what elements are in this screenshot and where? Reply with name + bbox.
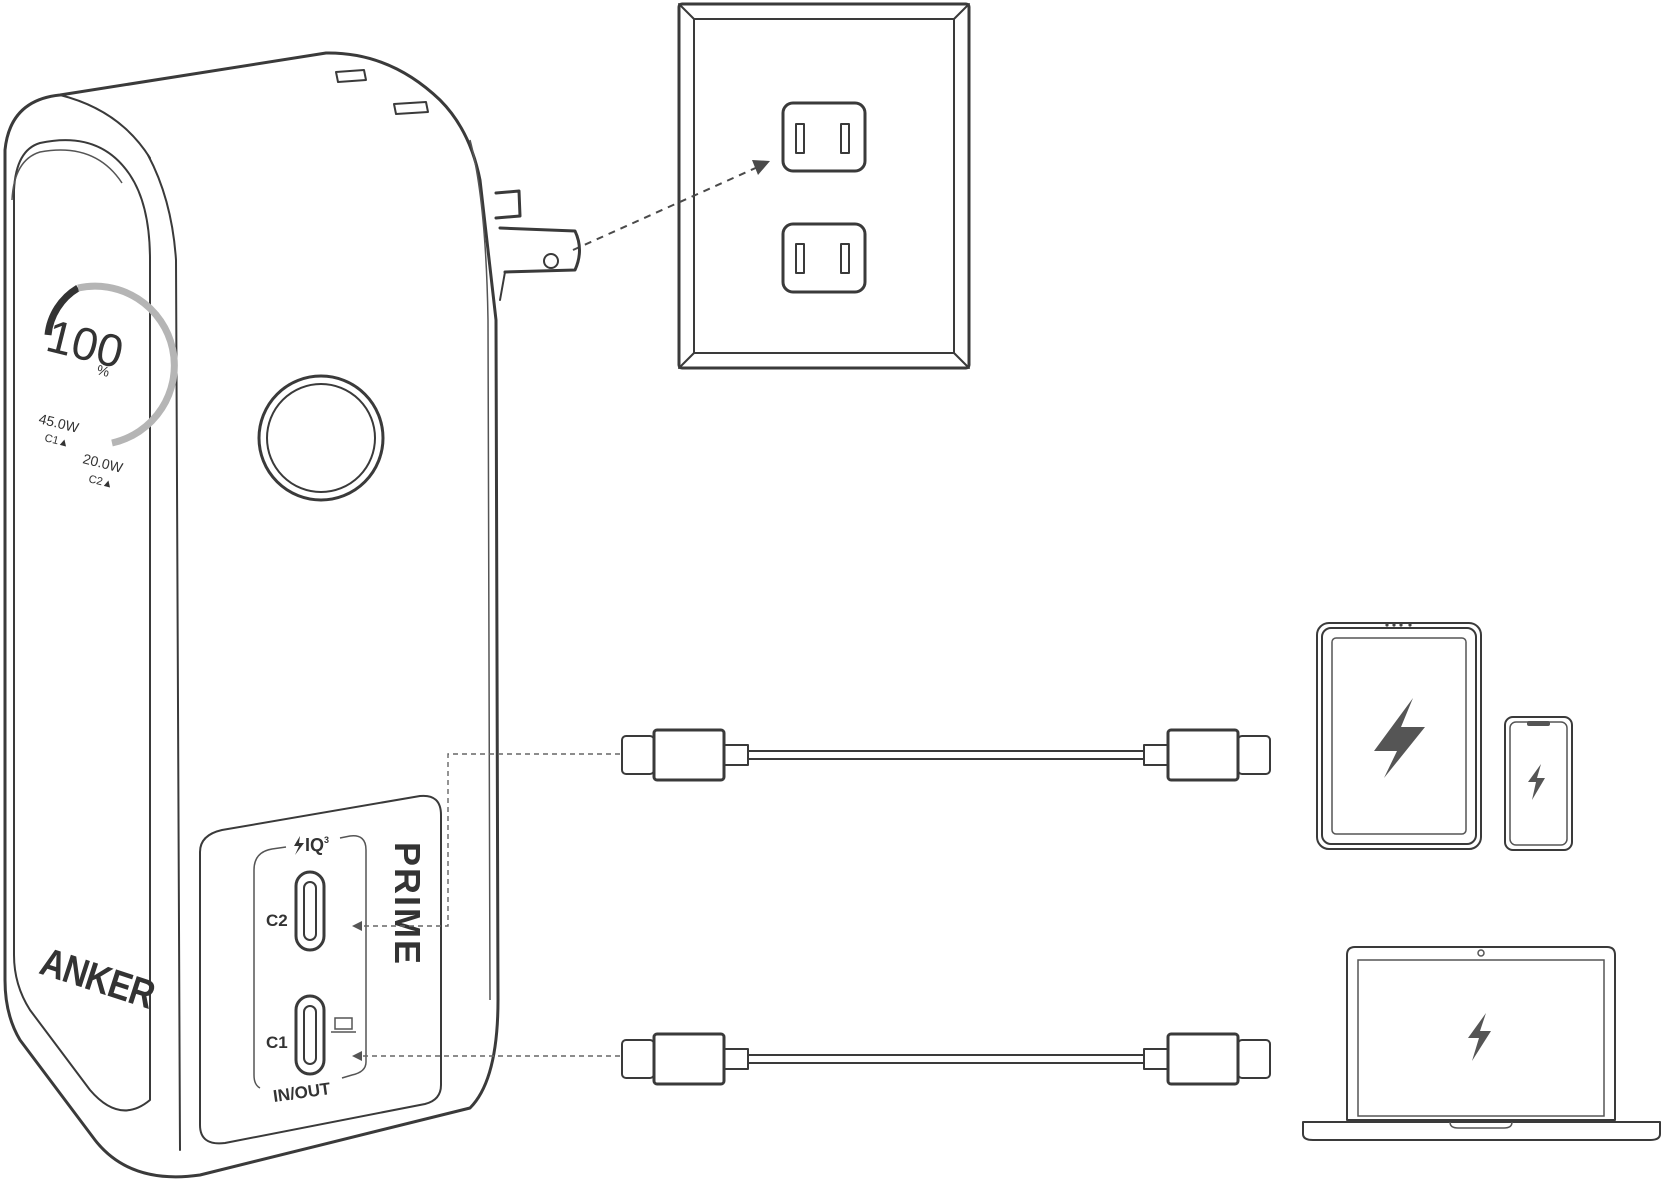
outlet-socket-bottom bbox=[781, 222, 867, 294]
series-label: PRIME bbox=[387, 842, 428, 966]
iq-bolt-icon bbox=[294, 836, 304, 855]
power-button bbox=[257, 374, 385, 502]
wall-outlet bbox=[677, 2, 971, 370]
laptop-icon bbox=[331, 1017, 356, 1033]
lightning-bolt-icon bbox=[1374, 698, 1425, 778]
c2-watts: 20.0W bbox=[81, 450, 125, 476]
tablet bbox=[1316, 622, 1482, 850]
lightning-bolt-icon bbox=[1468, 1013, 1491, 1061]
battery-percent: 100 bbox=[42, 309, 129, 378]
charger: 100 % 45.0W C1▲ 20.0W C2▲ ANKER IQ3 C2 bbox=[3, 51, 581, 1179]
port-c1-label: C1 bbox=[266, 1033, 288, 1052]
lightning-bolt-icon bbox=[1528, 764, 1545, 800]
battery-percent-unit: % bbox=[95, 361, 111, 380]
cable-top bbox=[621, 728, 1271, 782]
c1-watts: 45.0W bbox=[37, 410, 81, 436]
brand-logo: ANKER bbox=[35, 938, 161, 1017]
plug-to-outlet-arrow bbox=[572, 160, 770, 251]
connection-lines bbox=[352, 753, 620, 1061]
inout-label: IN/OUT bbox=[272, 1079, 332, 1106]
phone bbox=[1504, 716, 1573, 851]
port-c1: C1 bbox=[266, 994, 326, 1076]
port-panel: IQ3 C2 C1 IN/OUT PRIME bbox=[199, 794, 442, 1145]
battery-display: 100 % 45.0W C1▲ 20.0W C2▲ bbox=[37, 282, 178, 491]
iq-badge: IQ3 bbox=[305, 835, 329, 855]
c1-label: C1▲ bbox=[43, 432, 70, 450]
c2-label: C2▲ bbox=[87, 473, 114, 491]
outlet-socket-top bbox=[781, 101, 867, 173]
port-c2-label: C2 bbox=[266, 911, 288, 930]
cable-bottom bbox=[621, 1032, 1271, 1086]
port-c2: C2 bbox=[266, 870, 326, 952]
laptop bbox=[1302, 946, 1661, 1141]
